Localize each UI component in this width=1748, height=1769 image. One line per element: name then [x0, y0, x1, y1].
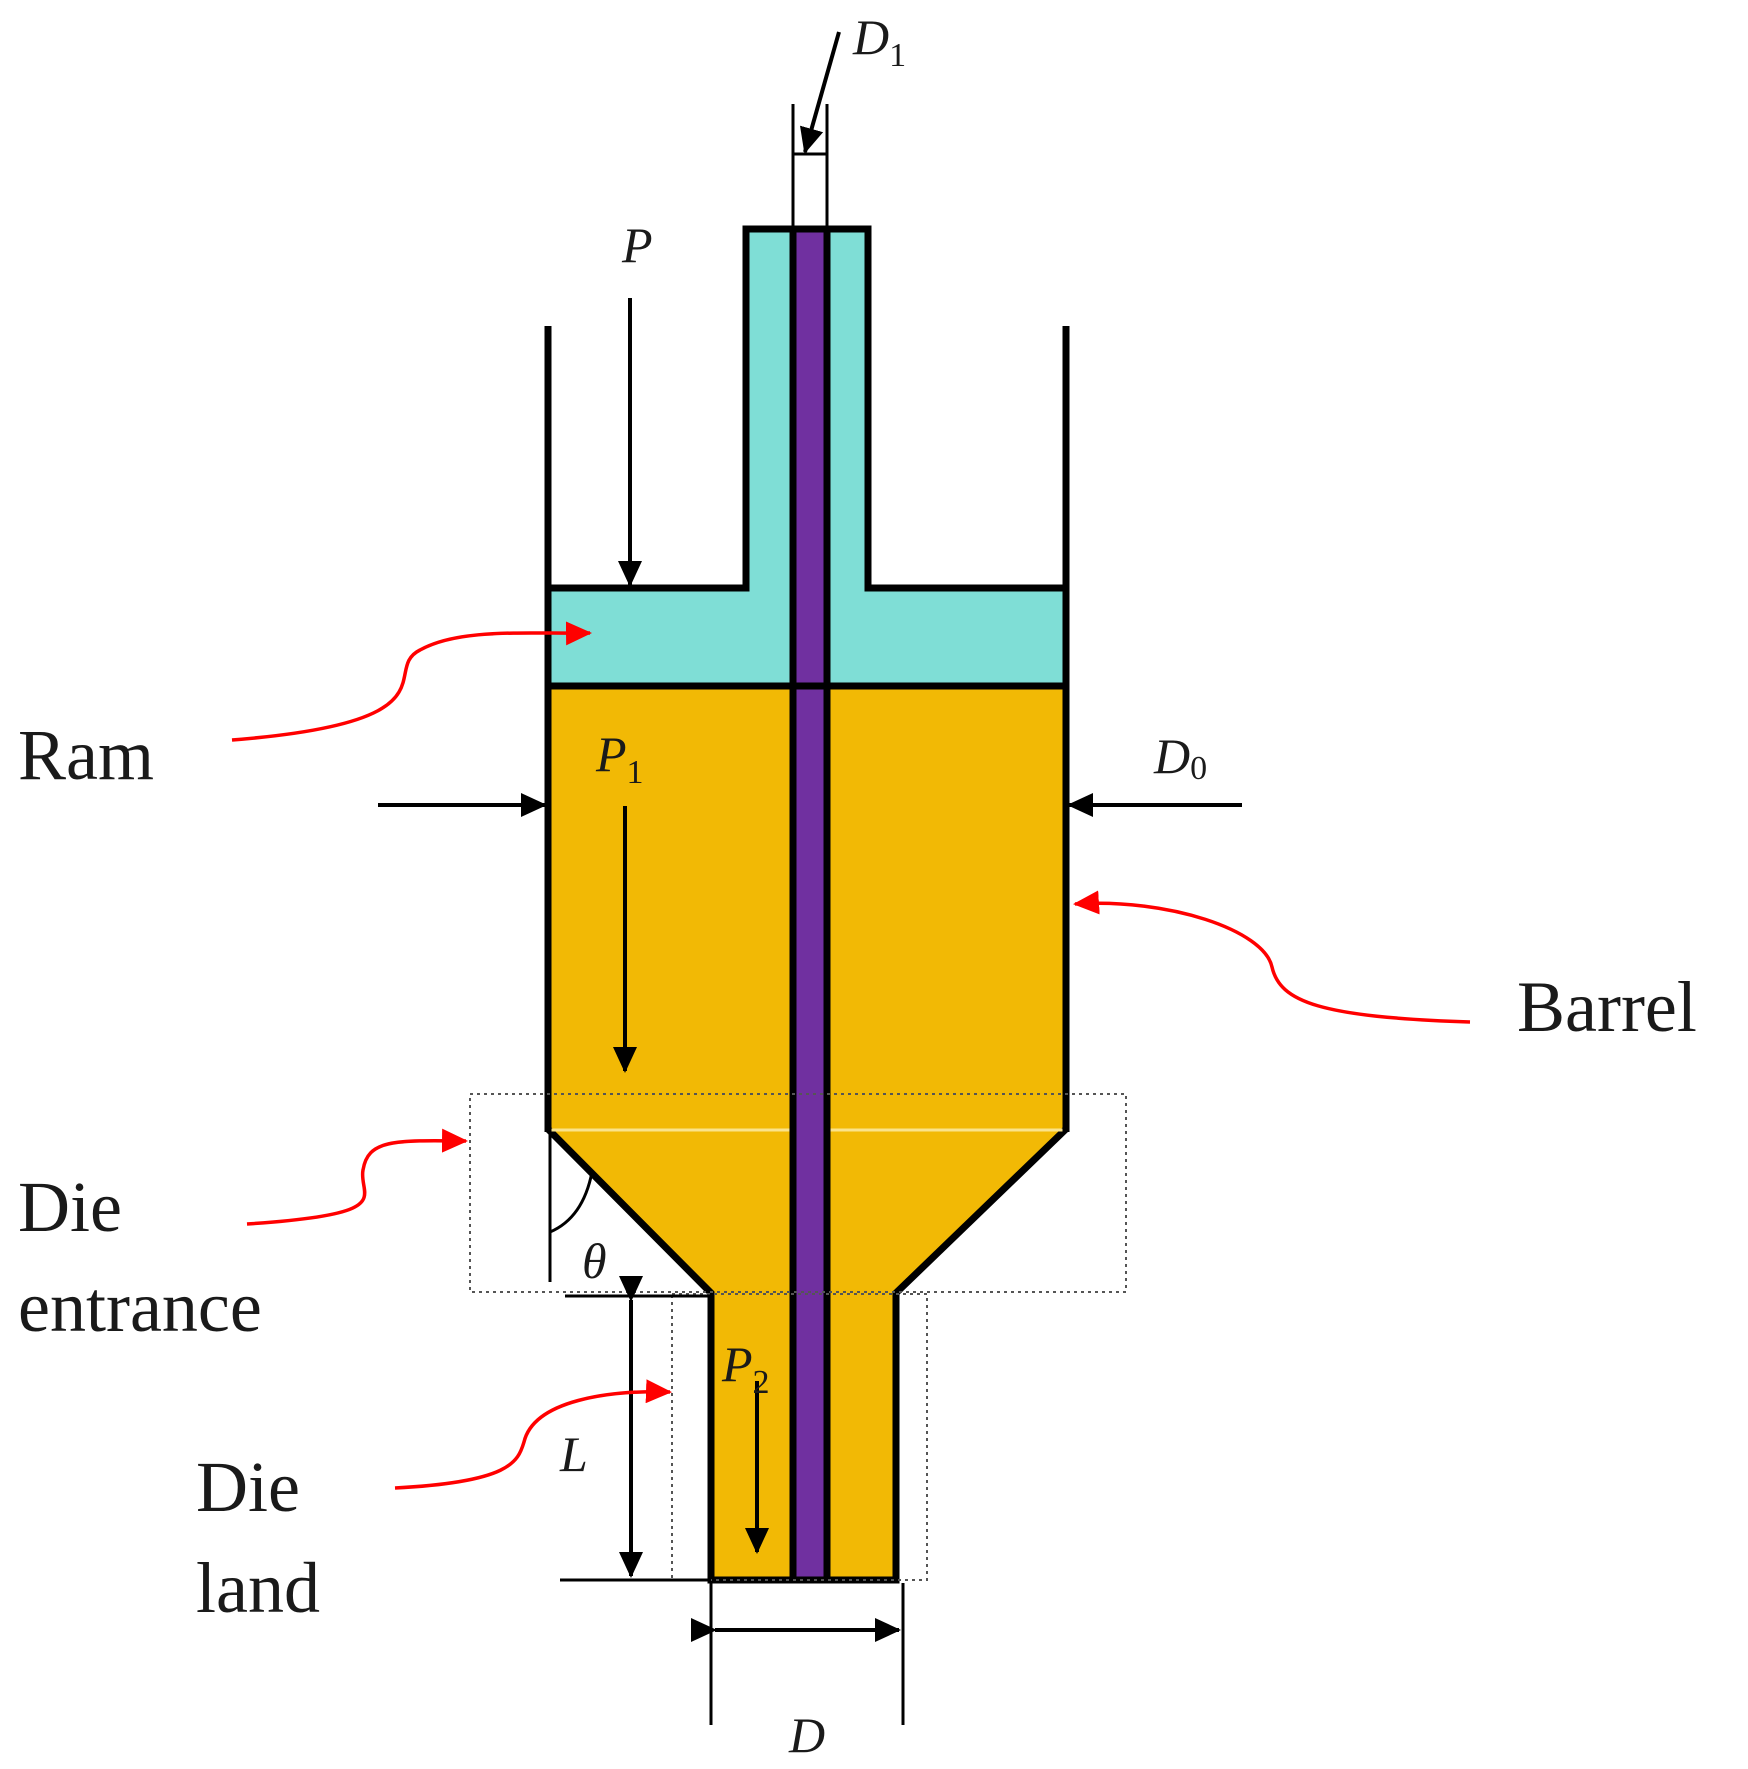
d-symbol: D — [788, 1707, 825, 1763]
d0-symbol: D0 — [1153, 728, 1207, 787]
d1-symbol: D1 — [852, 9, 906, 74]
die-entrance-leader-arrow — [246, 1128, 468, 1226]
mandrel — [789, 225, 831, 1584]
die-land-region — [671, 1293, 928, 1581]
p-symbol: P — [621, 217, 653, 273]
p1-symbol: P1 — [595, 726, 644, 791]
die-land-label-line2: land — [196, 1548, 320, 1628]
die-entrance-label-line1: Die — [18, 1167, 122, 1247]
l-symbol: L — [559, 1426, 588, 1482]
barrel-label: Barrel — [1517, 967, 1697, 1047]
p2-symbol: P2 — [721, 1336, 770, 1401]
ram-label: Ram — [18, 715, 154, 795]
ram-leader-arrow — [231, 621, 592, 742]
theta-symbol: θ — [582, 1233, 607, 1289]
d1-leader-arrow — [799, 31, 841, 154]
die-entrance-label-line2: entrance — [18, 1267, 262, 1347]
barrel-leader-arrow — [1073, 890, 1471, 1024]
die-land-leader-arrow — [394, 1379, 672, 1490]
die-land-label-line1: Die — [196, 1447, 300, 1527]
angle-arc — [549, 1171, 594, 1234]
